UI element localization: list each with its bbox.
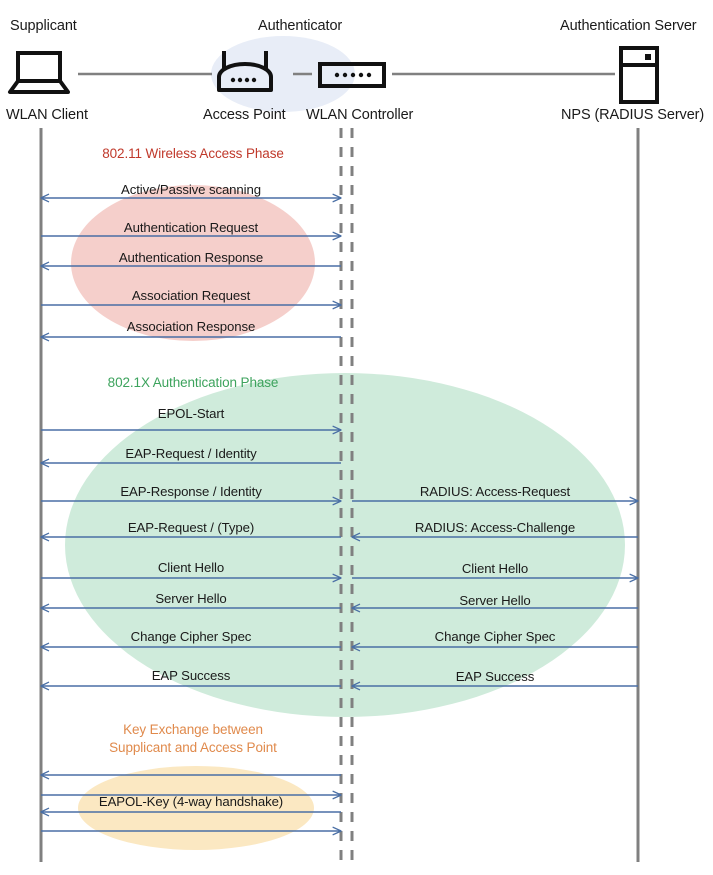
phase-label-wireless-access: 802.11 Wireless Access Phase — [102, 146, 284, 161]
msg-label-eap-response-identity: EAP-Response / Identity — [120, 484, 262, 499]
msg-label-epol-start: EPOL-Start — [157, 406, 225, 421]
msg-label-radius-access-request: RADIUS: Access-Request — [419, 484, 571, 499]
msg-label-eap-request-identity: EAP-Request / Identity — [125, 446, 257, 461]
msg-label-eapol-key-handshake: EAPOL-Key (4-way handshake) — [98, 794, 284, 809]
wlan-controller-icon — [318, 62, 386, 88]
actor-device-wlan-client: WLAN Client — [6, 107, 88, 123]
msg-label-server-hello-right: Server Hello — [459, 593, 531, 608]
msg-label-active-passive-scanning: Active/Passive scanning — [121, 182, 261, 197]
authenticator-halo — [211, 36, 355, 112]
msg-label-change-cipher-spec-right: Change Cipher Spec — [434, 629, 556, 644]
msg-label-eap-success-right: EAP Success — [455, 669, 535, 684]
msg-label-association-response: Association Response — [126, 319, 256, 334]
authentication-phase-ellipse — [65, 373, 625, 717]
msg-label-radius-access-challenge: RADIUS: Access-Challenge — [414, 520, 576, 535]
wireless-access-point-icon — [217, 51, 273, 92]
msg-label-server-hello-left: Server Hello — [155, 591, 227, 606]
actor-device-nps-radius-server: NPS (RADIUS Server) — [561, 107, 705, 123]
phase-ellipses — [65, 185, 625, 850]
actor-device-wlan-controller: WLAN Controller — [306, 107, 414, 123]
msg-label-association-request: Association Request — [131, 288, 251, 303]
msg-label-client-hello-left: Client Hello — [157, 560, 225, 575]
actor-role-authenticator: Authenticator — [258, 18, 343, 34]
lifelines — [39, 128, 640, 862]
actor-role-supplicant: Supplicant — [10, 18, 77, 34]
msg-label-eap-request-type: EAP-Request / (Type) — [127, 520, 255, 535]
msg-label-authentication-request: Authentication Request — [123, 220, 259, 235]
wireless-access-phase-ellipse — [71, 185, 315, 341]
actor-role-auth-server: Authentication Server — [560, 18, 697, 34]
key-exchange-phase-ellipse — [78, 766, 314, 850]
msg-label-client-hello-right: Client Hello — [461, 561, 529, 576]
msg-label-authentication-response: Authentication Response — [118, 250, 264, 265]
phase-label-key-exchange-line2: Supplicant and Access Point — [109, 740, 277, 755]
server-rack-icon — [619, 46, 659, 104]
msg-label-change-cipher-spec-left: Change Cipher Spec — [130, 629, 252, 644]
phase-label-authentication: 802.1X Authentication Phase — [107, 375, 279, 390]
laptop-icon — [8, 51, 70, 94]
phase-label-key-exchange-line1: Key Exchange between — [123, 722, 263, 737]
left-message-arrows — [41, 198, 341, 831]
right-message-arrows — [352, 501, 638, 686]
msg-label-eap-success-left: EAP Success — [151, 668, 231, 683]
actor-device-access-point: Access Point — [203, 107, 286, 123]
